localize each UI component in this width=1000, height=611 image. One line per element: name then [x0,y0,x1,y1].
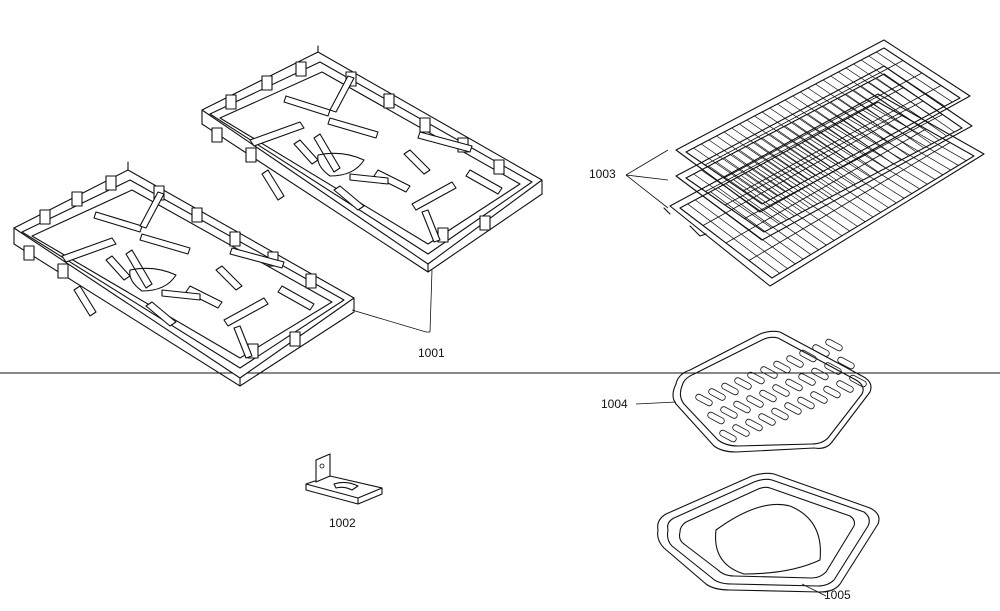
label-1001: 1001 [418,346,445,360]
broiler-grid-slots [695,338,867,443]
leader-1001 [351,269,433,333]
grate-front-fingers [61,191,315,359]
rack-bottom [669,93,985,287]
label-1005: 1005 [824,588,851,602]
label-1004: 1004 [601,397,628,411]
bracket [305,453,383,505]
grate-front [13,161,355,387]
oven-racks [663,39,985,287]
broiler-grid [635,330,872,453]
rack-wires [687,51,967,274]
label-1003: 1003 [589,167,616,181]
broiler-pan [657,472,880,597]
grate-back-fingers [249,75,503,243]
label-1002: 1002 [329,516,356,530]
leader-1003 [625,149,669,209]
grate-back [201,45,543,273]
